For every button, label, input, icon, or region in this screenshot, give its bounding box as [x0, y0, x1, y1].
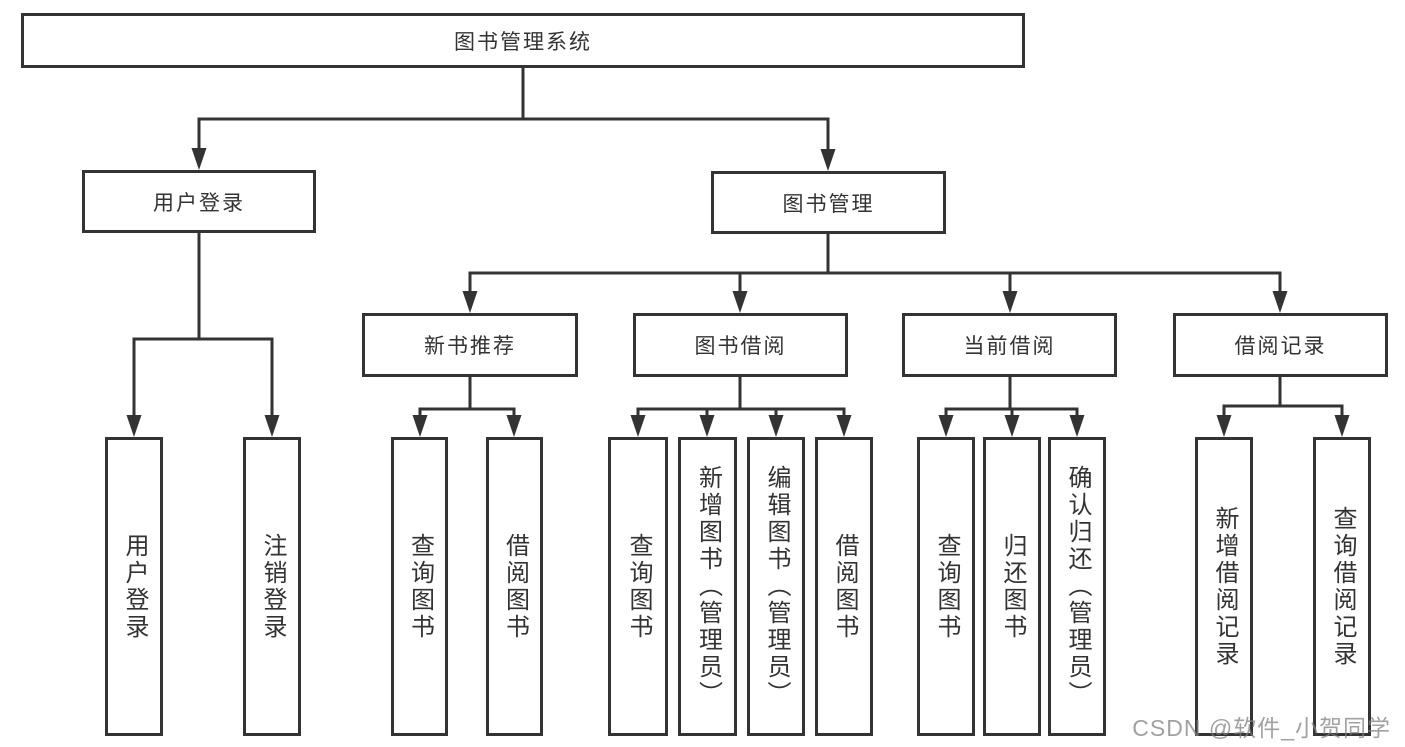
node-label: 图书管理系统 — [454, 30, 592, 54]
leaf-edit-books-admin: 编辑图书（管理员） — [747, 437, 805, 736]
leaf-query-books: 查询图书 — [391, 437, 448, 736]
leaf-confirm-return-admin: 确认归还（管理员） — [1048, 437, 1106, 736]
node-label: 图书管理 — [782, 192, 875, 216]
leaf-label: 借阅图书 — [831, 532, 858, 641]
node-book-management: 图书管理 — [711, 171, 946, 234]
leaf-label: 注销登录 — [259, 532, 286, 641]
node-new-book-recommendation: 新书推荐 — [362, 313, 578, 377]
leaf-label: 编辑图书（管理员） — [763, 465, 790, 708]
leaf-query-books: 查询图书 — [608, 437, 668, 736]
node-label: 图书借阅 — [694, 335, 787, 358]
watermark: CSDN @软件_小贺同学 — [1132, 715, 1391, 741]
node-user-login: 用户登录 — [82, 170, 316, 233]
leaf-label: 新增图书（管理员） — [694, 465, 722, 708]
leaf-label: 用户登录 — [121, 532, 148, 641]
leaf-logout: 注销登录 — [243, 437, 301, 736]
node-library-management-system: 图书管理系统 — [21, 13, 1025, 68]
leaf-label: 归还图书 — [999, 532, 1026, 641]
leaf-label: 借阅图书 — [501, 532, 529, 641]
leaf-return-books: 归还图书 — [983, 437, 1041, 736]
leaf-query-borrow-record: 查询借阅记录 — [1313, 437, 1371, 736]
leaf-borrow-books: 借阅图书 — [815, 437, 873, 736]
leaf-label: 查询图书 — [933, 532, 960, 641]
leaf-label: 确认归还（管理员） — [1064, 465, 1091, 708]
node-label: 新书推荐 — [424, 335, 516, 358]
leaf-add-books-admin: 新增图书（管理员） — [678, 437, 737, 736]
node-label: 用户登录 — [153, 191, 245, 215]
node-current-borrowing: 当前借阅 — [902, 313, 1117, 377]
leaf-add-borrow-record: 新增借阅记录 — [1195, 437, 1253, 736]
leaf-query-books: 查询图书 — [917, 437, 975, 736]
leaf-label: 新增借阅记录 — [1211, 505, 1238, 668]
node-label: 借阅记录 — [1234, 335, 1327, 358]
leaf-borrow-books: 借阅图书 — [486, 437, 543, 736]
node-borrowing-records: 借阅记录 — [1173, 313, 1388, 377]
leaf-user-login: 用户登录 — [105, 437, 163, 736]
leaf-label: 查询图书 — [406, 532, 434, 641]
leaf-label: 查询图书 — [625, 532, 652, 641]
node-label: 当前借阅 — [963, 335, 1056, 358]
node-book-borrowing: 图书借阅 — [633, 313, 848, 377]
leaf-label: 查询借阅记录 — [1329, 505, 1356, 668]
